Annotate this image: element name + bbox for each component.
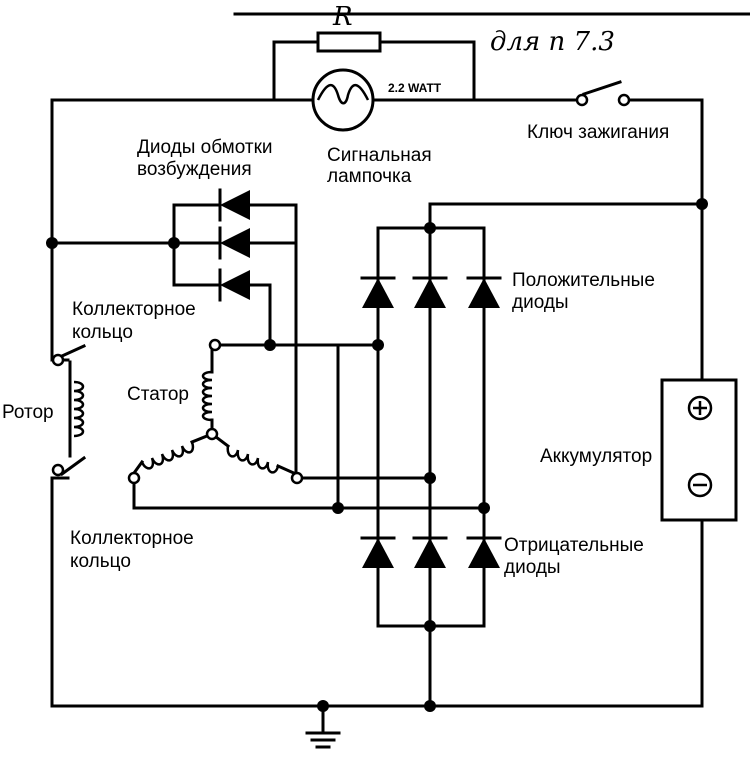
lamp-label-line2: лампочка [327,166,412,187]
resistor [316,31,382,53]
slip-ring-bottom-label-line1: Коллекторное [70,528,194,549]
negative-diode-1 [360,536,396,568]
ignition-switch-icon [575,80,631,107]
rotor-winding-icon [50,344,87,480]
excitation-diodes-label-line1: Диоды обмотки [137,137,273,158]
lamp-wattage: 2.2 WATT [388,81,442,95]
negative-diode-2 [412,536,448,568]
rotor-label: Ротор [2,402,54,423]
stator-phase-wires [132,339,490,514]
slip-ring-top-label-line2: кольцо [72,322,133,343]
ignition-label: Ключ зажигания [527,122,669,143]
battery [660,378,738,522]
handwritten-note: для п 7.3 [490,27,615,57]
positive-diode-2 [412,276,448,308]
negative-diodes-label-line1: Отрицательные [504,535,644,556]
lamp-label-line1: Сигнальная [327,145,432,166]
excitation-diode-3 [218,268,250,302]
positive-diode-3 [466,276,502,308]
positive-diode-1 [360,276,396,308]
lamp-icon [311,68,375,132]
excitation-diodes-label-line2: возбуждения [137,159,252,180]
ground-icon [305,700,341,749]
slip-ring-bottom-label-line2: кольцо [70,551,131,572]
top-circuit-wires [50,40,704,102]
positive-diodes-label-line2: диоды [512,292,569,313]
positive-diodes [360,198,708,510]
negative-diode-3 [466,536,502,568]
resistor-label: R [332,2,353,32]
stator-label: Статор [127,384,189,405]
excitation-diode-2 [218,226,250,260]
excitation-diode-1 [218,188,250,222]
left-main-wire [50,98,704,708]
plus-circle-icon [687,395,713,421]
minus-circle-icon [687,472,713,498]
negative-diodes [360,506,502,712]
negative-diodes-label-line2: диоды [504,557,561,578]
stator-winding-icon [127,338,304,485]
excitation-diodes [46,188,298,480]
battery-label: Аккумулятор [540,446,652,467]
slip-ring-top-label-line1: Коллекторное [72,299,196,320]
positive-diodes-label-line1: Положительные [512,270,655,291]
